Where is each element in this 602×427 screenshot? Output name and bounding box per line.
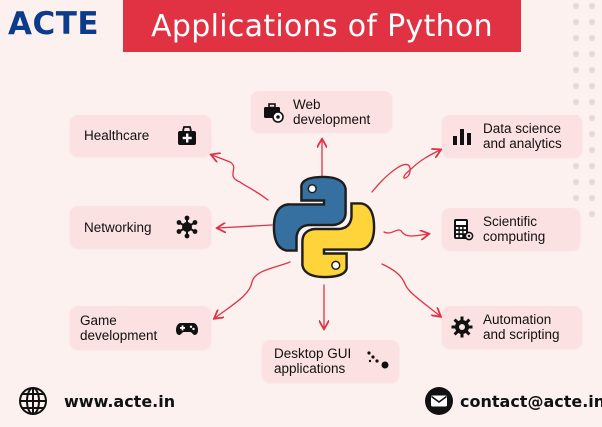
bar-chart-icon: [453, 129, 471, 145]
website-link[interactable]: www.acte.in: [64, 392, 176, 411]
cursor-dots-icon: [367, 351, 389, 369]
card-label-automation: Automation and scripting: [483, 312, 560, 342]
gamepad-icon: [176, 322, 198, 335]
card-automation-scripting: Automation and scripting: [442, 306, 582, 348]
calculator-icon: [454, 219, 474, 241]
arrow-data-science: [371, 150, 440, 193]
card-networking: Networking: [70, 206, 211, 248]
arrow-healthcare: [212, 155, 269, 201]
card-label-desktop: Desktop GUI applications: [274, 346, 352, 376]
card-game-development: Game development: [70, 306, 211, 349]
email-icon: [425, 387, 453, 415]
python-logo: [272, 175, 376, 279]
globe-icon: [19, 387, 47, 415]
title-banner: Applications of Python: [123, 0, 521, 52]
email-link[interactable]: contact@acte.in: [460, 392, 602, 411]
medical-bag-icon: [178, 125, 196, 145]
game-icon-box: [171, 312, 203, 344]
networking-icon-box: [171, 211, 203, 243]
card-label-healthcare: Healthcare: [84, 128, 150, 143]
page-title: Applications of Python: [151, 8, 493, 44]
scientific-icon-box: [446, 213, 478, 245]
card-healthcare: Healthcare: [70, 115, 211, 156]
arrow-scientific: [383, 230, 428, 236]
card-label-scientific: Scientific computing: [483, 214, 546, 244]
briefcase-gear-icon: [264, 102, 284, 123]
card-label-web: Web development: [293, 96, 371, 127]
arrow-networking: [218, 225, 273, 228]
gear-icon: [451, 316, 473, 338]
network-hub-icon: [176, 215, 198, 239]
arrow-automation: [381, 263, 440, 316]
healthcare-icon-box: [171, 120, 203, 152]
card-web-development: Web development: [251, 91, 392, 132]
data-science-icon-box: [446, 120, 478, 152]
web-development-icon-box: [257, 96, 289, 128]
card-data-science: Data science and analytics: [442, 115, 582, 157]
card-label-game: Game development: [80, 312, 158, 343]
card-label-data-science: Data science and analytics: [483, 121, 562, 151]
card-label-networking: Networking: [84, 219, 152, 235]
automation-icon-box: [446, 311, 478, 343]
acte-logo: ACTE: [8, 6, 100, 42]
desktop-icon-box: [361, 345, 393, 377]
card-scientific-computing: Scientific computing: [442, 208, 580, 250]
card-desktop-gui: Desktop GUI applications: [262, 340, 399, 382]
